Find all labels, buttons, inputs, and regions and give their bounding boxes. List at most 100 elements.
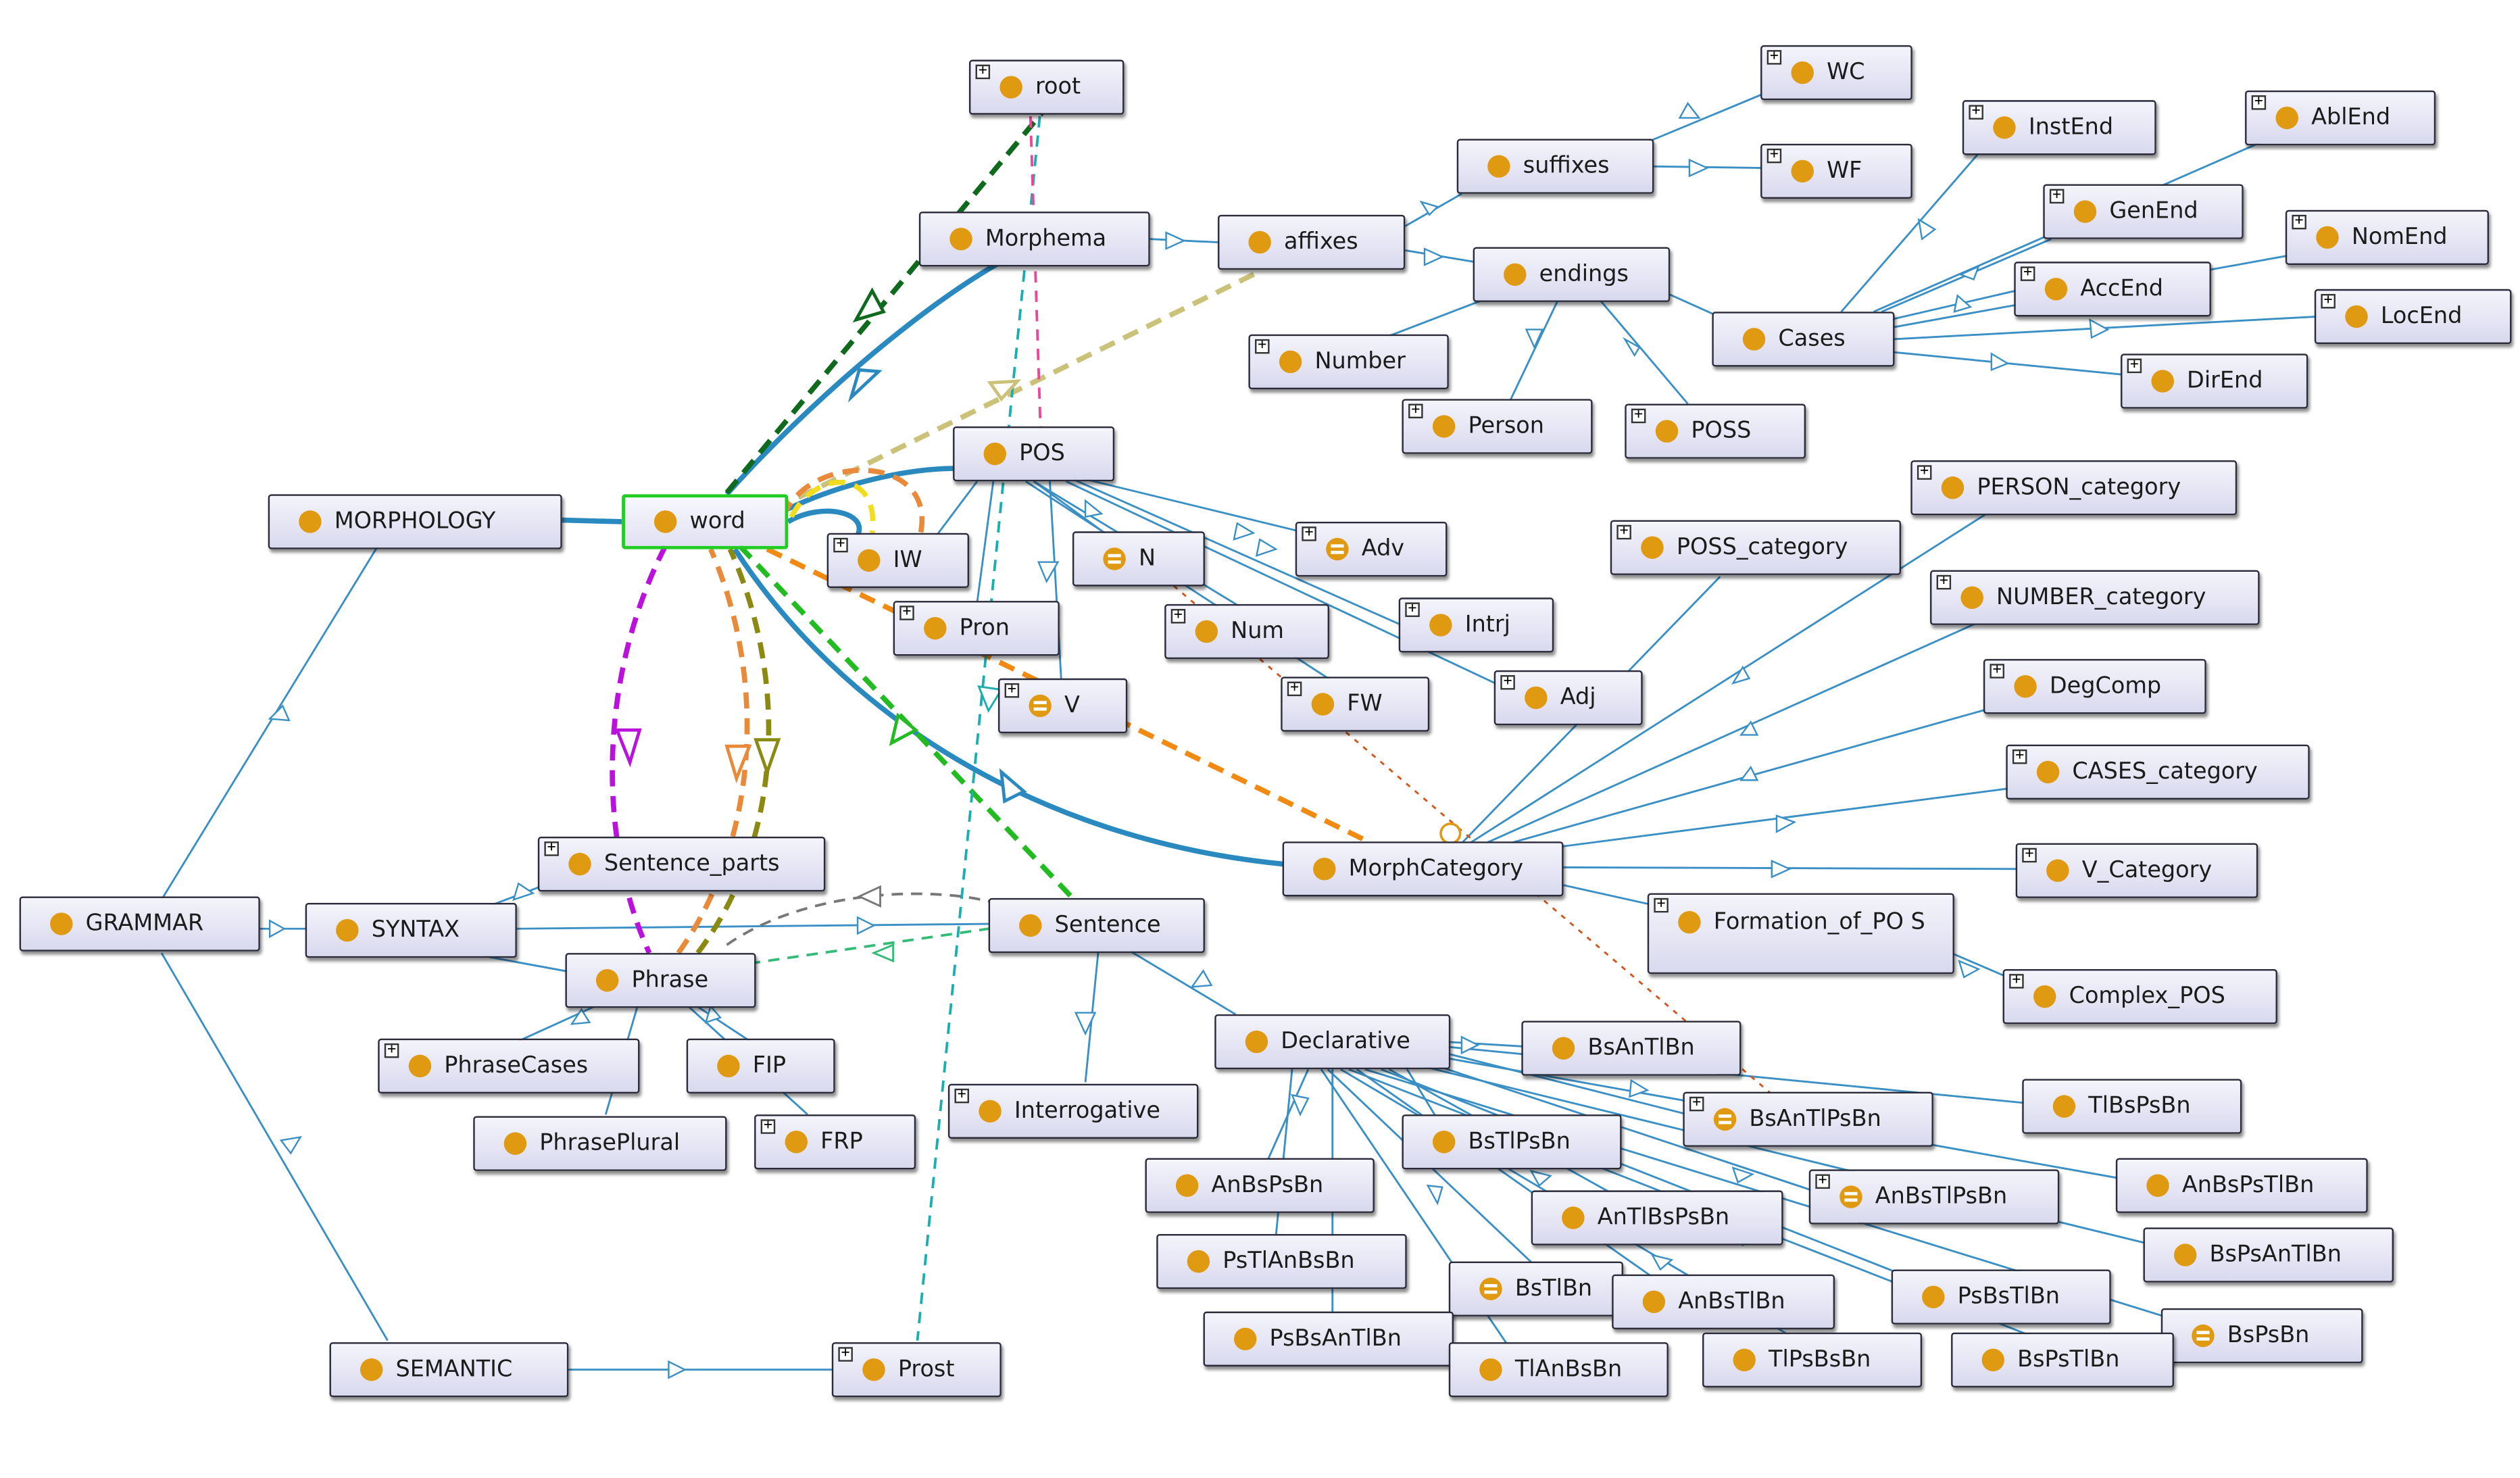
node-bspsbn[interactable]: BsPsBn (2160, 1308, 2363, 1364)
expand-icon[interactable]: + (975, 64, 991, 80)
node-adj[interactable]: +Adj (1493, 670, 1643, 726)
expand-icon[interactable]: + (1255, 339, 1270, 354)
expand-icon[interactable]: + (1936, 574, 1952, 590)
node-affixes[interactable]: affixes (1218, 214, 1406, 270)
expand-icon[interactable]: + (2292, 214, 2306, 230)
node-interrogative[interactable]: +Interrogative (947, 1083, 1199, 1139)
expand-icon[interactable]: + (2321, 293, 2336, 309)
node-fw[interactable]: +FW (1281, 676, 1430, 732)
node-morphema[interactable]: Morphema (918, 212, 1150, 267)
node-syntax[interactable]: SYNTAX (305, 903, 517, 958)
expand-icon[interactable]: + (2049, 188, 2065, 204)
node-v-category[interactable]: +V_Category (2015, 843, 2258, 898)
node-pos[interactable]: POS (953, 426, 1115, 482)
expand-icon[interactable]: + (2020, 266, 2035, 281)
node-poss-category[interactable]: +POSS_category (1610, 520, 1902, 575)
expand-icon[interactable]: + (2009, 973, 2024, 989)
node-iw[interactable]: +IW (826, 533, 970, 588)
node-instend[interactable]: +InstEnd (1962, 100, 2156, 155)
node-number-category[interactable]: +NUMBER_category (1930, 570, 2260, 625)
node-psbstlbn[interactable]: PsBsTlBn (1891, 1269, 2111, 1325)
expand-icon[interactable]: + (1170, 608, 1186, 624)
node-word[interactable]: word (622, 494, 789, 549)
node-phrasecases[interactable]: +PhraseCases (378, 1038, 640, 1094)
node-bsantlbn[interactable]: BsAnTlBn (1521, 1020, 1741, 1076)
node-n[interactable]: N (1072, 531, 1205, 587)
node-cases-category[interactable]: +CASES_category (2006, 744, 2310, 800)
node-semantic[interactable]: SEMANTIC (329, 1342, 569, 1398)
expand-icon[interactable]: + (1616, 524, 1631, 540)
node-anbspstlbn[interactable]: AnBsPsTlBn (2115, 1158, 2368, 1213)
expand-icon[interactable]: + (2022, 847, 2037, 863)
node-poss[interactable]: +POSS (1625, 403, 1806, 459)
node-nomend[interactable]: +NomEnd (2285, 210, 2489, 265)
expand-icon[interactable]: + (833, 537, 848, 553)
node-cases[interactable]: Cases (1712, 312, 1895, 367)
node-anbstlbn[interactable]: AnBsTlBn (1612, 1274, 1835, 1329)
node-phrase[interactable]: Phrase (565, 953, 756, 1008)
expand-icon[interactable]: + (384, 1043, 399, 1058)
node-suffixes[interactable]: suffixes (1456, 139, 1654, 194)
node-tlanbsbn[interactable]: TlAnBsBn (1448, 1342, 1669, 1398)
node-prost[interactable]: +Prost (831, 1342, 1002, 1398)
node-complex-pos[interactable]: +Complex_POS (2002, 969, 2277, 1025)
expand-icon[interactable]: + (954, 1088, 970, 1104)
node-tlbspsbn[interactable]: TlBsPsBn (2022, 1079, 2242, 1134)
expand-icon[interactable]: + (2251, 95, 2267, 110)
expand-icon[interactable]: + (1969, 104, 1983, 120)
node-bsptlbn[interactable]: BsPsTlBn (1951, 1332, 2174, 1388)
expand-icon[interactable]: + (544, 841, 559, 856)
expand-icon[interactable]: + (899, 605, 914, 620)
node-endings[interactable]: endings (1473, 247, 1671, 302)
node-accend[interactable]: +AccEnd (2014, 262, 2211, 317)
expand-icon[interactable]: + (2012, 749, 2027, 764)
node-anbspsbn[interactable]: AnBsPsBn (1145, 1158, 1375, 1213)
node-person[interactable]: +Person (1402, 399, 1593, 454)
expand-icon[interactable]: + (1767, 49, 1782, 65)
expand-icon[interactable]: + (838, 1346, 853, 1362)
node-sentence-parts[interactable]: +Sentence_parts (537, 837, 826, 892)
node-sentence[interactable]: Sentence (988, 897, 1205, 954)
node-frp[interactable]: +FRP (754, 1114, 916, 1170)
node-anbstlpsbn[interactable]: +AnBsTlPsBn (1808, 1169, 2060, 1225)
node-root[interactable]: +root (969, 59, 1125, 115)
expand-icon[interactable]: + (1654, 897, 1669, 913)
expand-icon[interactable]: + (1990, 663, 2004, 679)
expand-icon[interactable]: + (1405, 601, 1420, 617)
expand-icon[interactable]: + (1631, 408, 1646, 424)
expand-icon[interactable]: + (1815, 1173, 1830, 1189)
node-dirend[interactable]: +DirEnd (2121, 353, 2308, 409)
node-bsantlpsbn[interactable]: +BsAnTlPsBn (1683, 1091, 1933, 1147)
node-tlpsbsbn[interactable]: TlPsBsBn (1702, 1332, 1923, 1388)
node-adv[interactable]: +Adv (1295, 521, 1448, 577)
node-grammar[interactable]: GRAMMAR (19, 896, 260, 952)
node-bstlbn[interactable]: BsTlBn (1448, 1261, 1623, 1316)
node-bspsantlbn[interactable]: BsPsAnTlBn (2143, 1227, 2394, 1283)
expand-icon[interactable]: + (1767, 148, 1782, 164)
node-number[interactable]: +Number (1248, 334, 1449, 389)
node-degcomp[interactable]: +DegComp (1983, 659, 2206, 714)
expand-icon[interactable]: + (1917, 464, 1932, 480)
expand-icon[interactable]: + (1287, 681, 1302, 697)
node-num[interactable]: +Num (1164, 603, 1329, 660)
node-bstlpsbn[interactable]: BsTlPsBn (1402, 1114, 1622, 1170)
expand-icon[interactable]: + (1004, 683, 1020, 698)
node-ablend[interactable]: +AblEnd (2245, 90, 2436, 146)
node-psbsantlbn[interactable]: PsBsAnTlBn (1203, 1311, 1454, 1366)
node-pron[interactable]: +Pron (893, 601, 1060, 656)
node-wf[interactable]: +WF (1760, 143, 1912, 199)
node-morphology[interactable]: MORPHOLOGY (268, 494, 562, 549)
node-antlbspsbn[interactable]: AnTlBsPsBn (1531, 1190, 1783, 1246)
expand-icon[interactable]: + (1302, 526, 1316, 541)
node-formation-of-pos[interactable]: +Formation_of_PO S (1647, 893, 1954, 975)
node-locend[interactable]: +LocEnd (2314, 289, 2512, 345)
expand-icon[interactable]: + (1408, 403, 1423, 419)
node-pstlanbsbn[interactable]: PsTlAnBsBn (1156, 1233, 1407, 1289)
node-genend[interactable]: +GenEnd (2043, 184, 2244, 239)
expand-icon[interactable]: + (1689, 1096, 1704, 1112)
expand-icon[interactable]: + (760, 1118, 776, 1134)
node-morphcategory[interactable]: MorphCategory (1282, 841, 1564, 897)
node-intrj[interactable]: +Intrj (1398, 597, 1554, 653)
node-person-category[interactable]: +PERSON_category (1910, 460, 2238, 516)
